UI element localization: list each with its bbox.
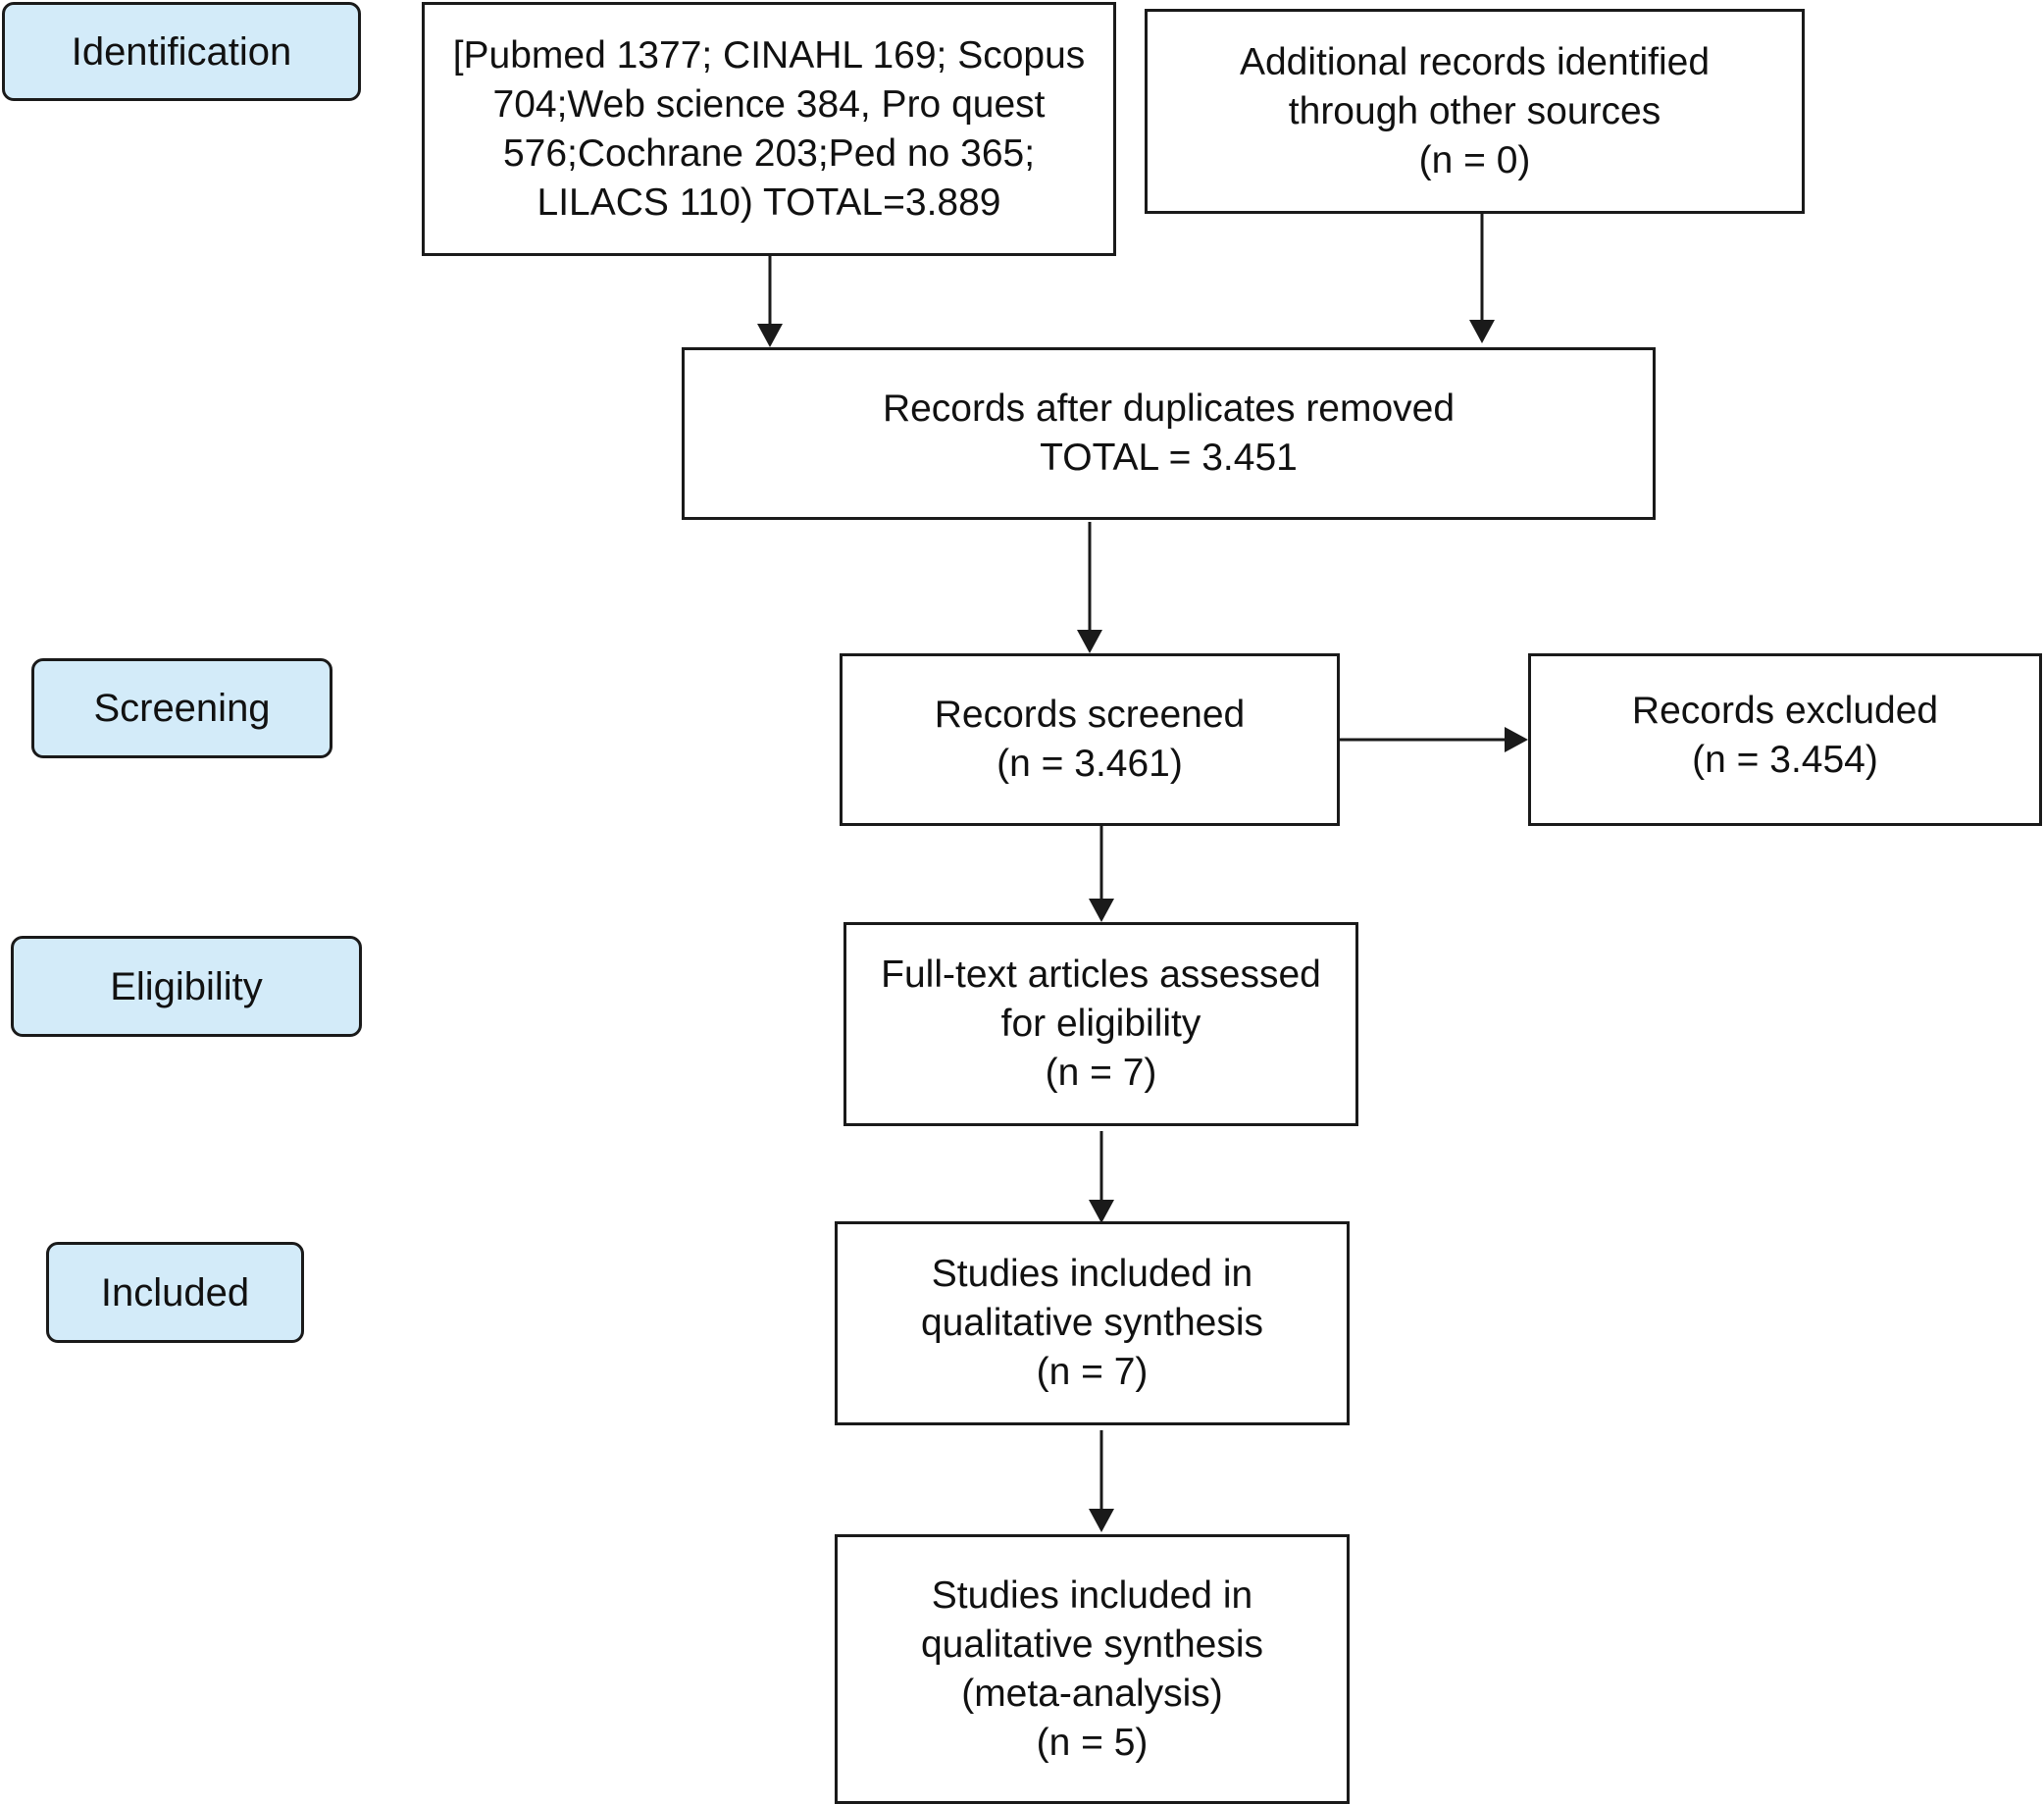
- arrow-databases-to-duplicates: [757, 256, 783, 347]
- stage-label-eligibility: Eligibility: [11, 936, 362, 1037]
- meta-analysis-line: (n = 5): [1036, 1721, 1149, 1764]
- arrow-qualitative-to-meta-analysis: [1089, 1430, 1114, 1532]
- other-sources-box: Additional records identified through ot…: [1145, 9, 1805, 214]
- records-screened-line: (n = 3.461): [996, 743, 1183, 785]
- database-records-line: [Pubmed 1377; CINAHL 169; Scopus: [452, 33, 1086, 77]
- arrow-full-text-to-qualitative: [1089, 1131, 1114, 1223]
- records-screened-box: Records screened (n = 3.461): [840, 653, 1340, 826]
- database-records-line: 704;Web science 384, Pro quest: [492, 82, 1046, 126]
- records-excluded-line: (n = 3.454): [1692, 739, 1878, 781]
- duplicates-removed-line: TOTAL = 3.451: [1040, 437, 1298, 479]
- meta-analysis-line: Studies included in: [931, 1573, 1253, 1617]
- arrow-screened-to-full-text: [1089, 826, 1114, 922]
- qualitative-synthesis-line: (n = 7): [1036, 1351, 1149, 1393]
- database-records-box: [Pubmed 1377; CINAHL 169; Scopus 704;Web…: [422, 2, 1116, 256]
- meta-analysis-line: qualitative synthesis: [920, 1623, 1264, 1666]
- meta-analysis-line: (meta-analysis): [961, 1672, 1223, 1715]
- duplicates-removed-line: Records after duplicates removed: [882, 387, 1456, 430]
- meta-analysis-box: Studies included in qualitative synthesi…: [835, 1534, 1350, 1804]
- arrow-other-to-duplicates: [1469, 214, 1495, 343]
- records-screened-line: Records screened: [934, 694, 1246, 736]
- records-excluded-box: Records excluded (n = 3.454): [1528, 653, 2042, 826]
- arrow-duplicates-to-screened: [1077, 522, 1102, 653]
- qualitative-synthesis-line: qualitative synthesis: [920, 1302, 1264, 1344]
- qualitative-synthesis-line: Studies included in: [931, 1253, 1253, 1295]
- qualitative-synthesis-box: Studies included in qualitative synthesi…: [835, 1221, 1350, 1425]
- other-sources-line: through other sources: [1288, 89, 1661, 132]
- database-records-line: 576;Cochrane 203;Ped no 365;: [502, 131, 1036, 175]
- records-excluded-line: Records excluded: [1631, 690, 1939, 732]
- other-sources-line: Additional records identified: [1239, 40, 1711, 83]
- full-text-assessed-line: (n = 7): [1045, 1052, 1157, 1094]
- duplicates-removed-box: Records after duplicates removed TOTAL =…: [682, 347, 1656, 520]
- stage-label-included: Included: [46, 1242, 304, 1343]
- database-records-line: LILACS 110) TOTAL=3.889: [537, 180, 1001, 224]
- other-sources-line: (n = 0): [1418, 138, 1531, 181]
- full-text-assessed-box: Full-text articles assessed for eligibil…: [843, 922, 1358, 1126]
- stage-label-identification: Identification: [2, 2, 361, 101]
- full-text-assessed-line: for eligibility: [1000, 1003, 1201, 1045]
- arrow-screened-to-excluded: [1340, 727, 1528, 752]
- full-text-assessed-line: Full-text articles assessed: [881, 954, 1321, 996]
- stage-label-screening: Screening: [31, 658, 332, 758]
